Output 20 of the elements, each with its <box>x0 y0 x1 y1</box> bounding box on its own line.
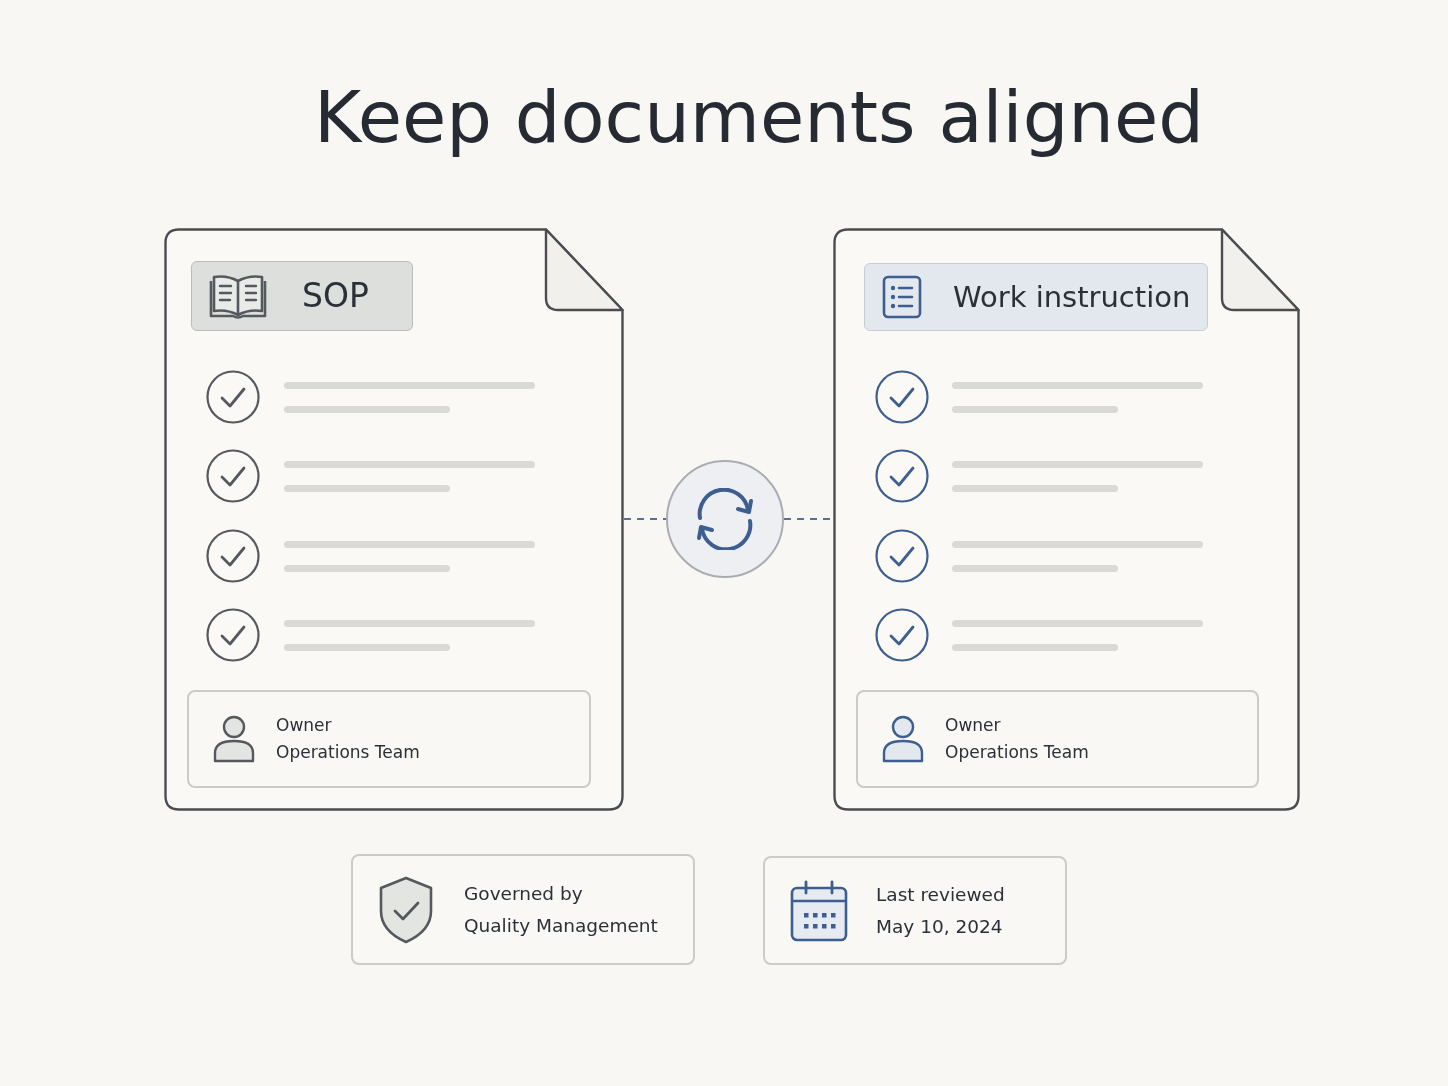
document-title: Work instruction <box>953 279 1191 315</box>
info-card <box>351 854 695 965</box>
field-label: Last reviewed <box>876 882 1005 907</box>
document-title: SOP <box>302 276 369 316</box>
dashed-connector <box>623 518 667 520</box>
title-badge <box>191 261 413 331</box>
owner-card <box>187 690 591 788</box>
owner-card <box>856 690 1259 788</box>
field-value: May 10, 2024 <box>876 914 1003 939</box>
field-value: Quality Management <box>464 913 658 938</box>
title-badge <box>864 263 1208 331</box>
info-card <box>763 856 1067 965</box>
field-label: Owner <box>276 714 332 737</box>
field-label: Governed by <box>464 881 583 906</box>
field-value: Operations Team <box>945 741 1089 764</box>
title: Keep documents aligned <box>314 76 1204 159</box>
field-label: Owner <box>945 714 1001 737</box>
document-page <box>833 228 1300 811</box>
field-value: Operations Team <box>276 741 420 764</box>
document-page <box>164 228 624 811</box>
